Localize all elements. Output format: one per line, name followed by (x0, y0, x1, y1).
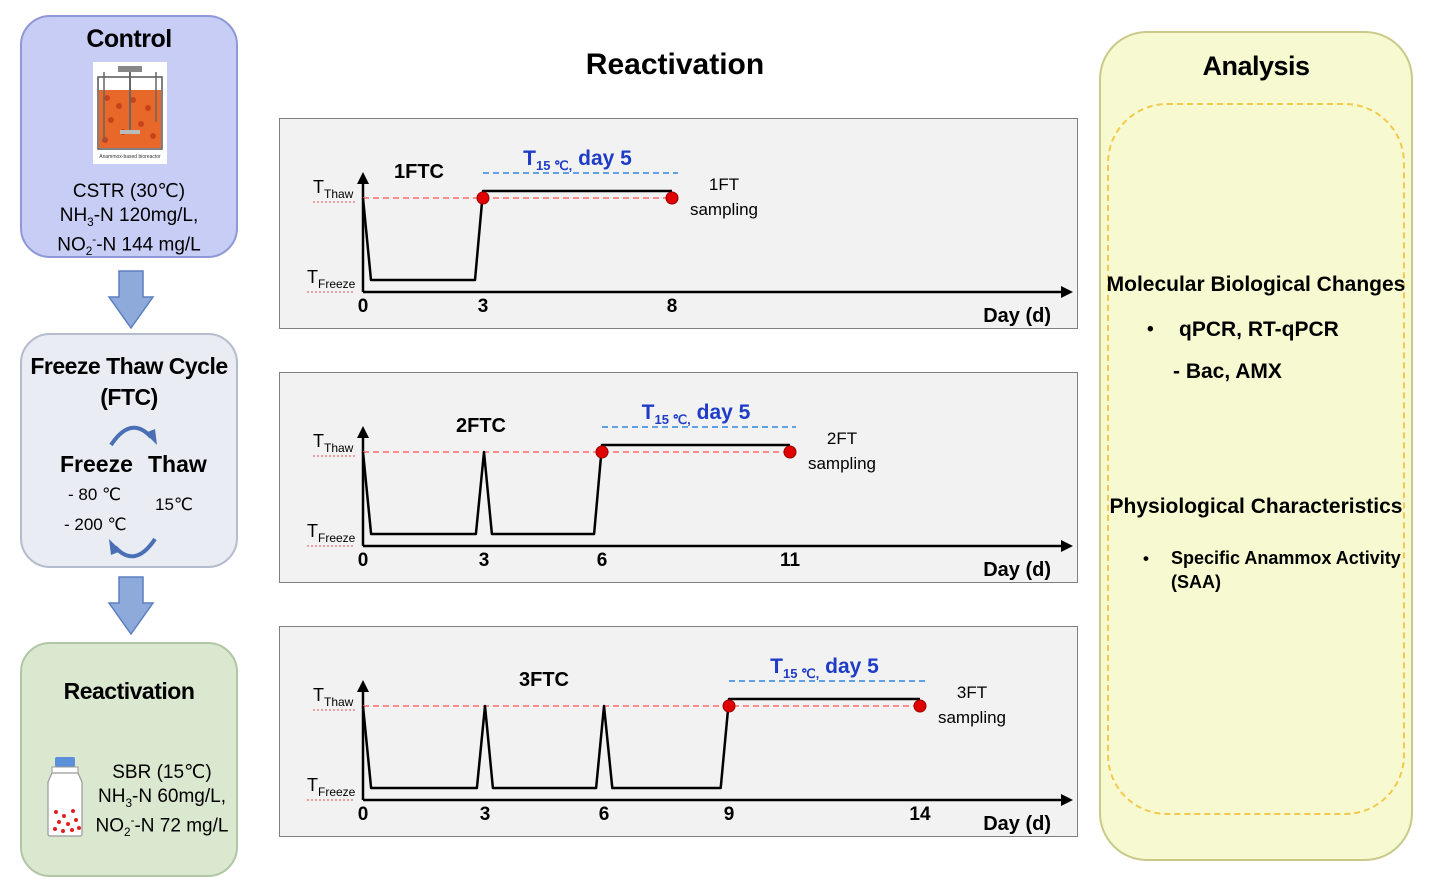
x-tick-label: 6 (598, 804, 609, 825)
duration-label: T15 ℃, day 5 (770, 655, 879, 681)
thaw-start-marker (476, 191, 489, 204)
duration-label: T15 ℃, day 5 (641, 401, 750, 427)
molecular-subitem: - Bac, AMX (1173, 360, 1282, 383)
y-level-label-freeze: TFreeze (307, 521, 356, 545)
freeze-thaw-cycle-box: Freeze Thaw Cycle (FTC) Freeze Thaw - 80… (20, 333, 238, 568)
duration-label: T15 ℃, day 5 (523, 147, 632, 173)
down-arrow-icon (107, 270, 155, 330)
freeze-temp-2: - 200 ℃ (64, 515, 127, 534)
x-tick-label: 9 (723, 804, 734, 825)
analysis-dashed-frame (1107, 103, 1405, 815)
sampling-label-line-2: sampling (807, 454, 875, 473)
main-title: Reactivation (585, 48, 765, 81)
x-tick-label: 3 (478, 550, 489, 571)
sampling-label-line-1: 1FT (708, 175, 738, 194)
molecular-section-title: Molecular Biological Changes (1106, 273, 1406, 296)
reactivation-box: Reactivation SBR (15℃) NH3-N 60mg/L, NO2… (20, 642, 238, 877)
y-axis-arrow-icon (356, 679, 369, 692)
sampling-marker (665, 191, 678, 204)
reactivation-line-1: SBR (15℃) (112, 762, 212, 783)
thaw-temp: 15℃ (155, 495, 194, 514)
physiological-bullet: • (1143, 549, 1149, 568)
y-level-label-freeze: TFreeze (307, 267, 356, 291)
ftc-title-line-1: Freeze Thaw Cycle (30, 353, 228, 379)
sampling-label-line-1: 3FT (956, 683, 986, 702)
reactivation-line-2: NH3-N 60mg/L, (98, 786, 226, 810)
x-tick-label: 14 (909, 804, 931, 825)
x-axis-arrow-icon (1060, 539, 1073, 552)
chart-3ftc: T15 ℃, day 5 3FTC 3FT sampling TThawTFreeze0… (306, 655, 1073, 835)
control-line-1: CSTR (30℃) (72, 181, 186, 202)
sampling-marker (783, 445, 796, 458)
sampling-label-line-2: sampling (689, 200, 757, 219)
temperature-profile-line (361, 697, 920, 789)
reactivation-box-title: Reactivation (63, 678, 195, 704)
cycle-arrow-icon (109, 537, 157, 559)
x-tick-label: 0 (357, 296, 368, 317)
x-axis-label: Day (d) (983, 813, 1051, 835)
sampling-label-line-2: sampling (937, 708, 1005, 727)
physiological-item-line-1: Specific Anammox Activity (1171, 548, 1401, 568)
thaw-start-marker (595, 445, 608, 458)
x-tick-label: 0 (357, 804, 368, 825)
sampling-label-line-1: 2FT (826, 429, 856, 448)
y-axis-arrow-icon (356, 171, 369, 184)
chart-1ftc: T15 ℃, day 5 1FTC 1FT sampling TThawTFreeze0… (306, 147, 1073, 327)
bottle-icon (47, 757, 83, 837)
down-arrow-icon (107, 576, 155, 636)
x-axis-arrow-icon (1060, 793, 1073, 806)
x-axis-label: Day (d) (983, 305, 1051, 327)
physiological-section-title: Physiological Characteristics (1109, 495, 1403, 518)
thaw-label: Thaw (148, 451, 207, 477)
molecular-bullet: • (1147, 319, 1154, 340)
x-tick-label: 3 (477, 296, 488, 317)
chart-title: 2FTC (456, 415, 506, 437)
sampling-marker (913, 699, 926, 712)
control-line-2: NH3-N 120mg/L, (59, 205, 199, 229)
temperature-profile-line (361, 443, 790, 535)
reactor-caption: Anammox-based bioreactor (99, 154, 161, 160)
y-level-label-thaw: TThaw (313, 431, 354, 455)
control-line-3: NO2--N 144 mg/L (57, 233, 201, 259)
x-tick-label: 8 (666, 296, 677, 317)
y-axis-arrow-icon (356, 425, 369, 438)
x-tick-label: 0 (357, 550, 368, 571)
x-tick-label: 11 (779, 550, 800, 571)
x-axis-label: Day (d) (983, 559, 1051, 581)
chart-2ftc: T15 ℃, day 5 2FTC 2FT sampling TThawTFreeze0… (306, 401, 1073, 581)
x-tick-label: 3 (479, 804, 490, 825)
control-title: Control (86, 25, 172, 53)
cycle-arrow-icon (109, 425, 157, 447)
thaw-start-marker (722, 699, 735, 712)
molecular-item: qPCR, RT-qPCR (1179, 318, 1339, 341)
chart-title: 3FTC (519, 669, 569, 691)
chart-title: 1FTC (394, 161, 444, 183)
reactor-illustration: Anammox-based bioreactor (93, 62, 167, 164)
x-tick-label: 6 (596, 550, 607, 571)
x-axis-arrow-icon (1060, 285, 1073, 298)
reactivation-line-3: NO2--N 72 mg/L (95, 814, 229, 840)
freeze-label: Freeze (60, 451, 133, 477)
analysis-box: Analysis Molecular Biological Changes • … (1099, 31, 1413, 861)
analysis-title: Analysis (1202, 51, 1310, 81)
temperature-profile-line (361, 189, 672, 281)
control-box: Control Anammox-based bioreactor CSTR (3… (20, 15, 238, 258)
physiological-item-line-2: (SAA) (1171, 572, 1221, 592)
ftc-title-line-2: (FTC) (100, 384, 158, 410)
y-level-label-thaw: TThaw (313, 685, 354, 709)
freeze-temp-1: - 80 ℃ (68, 485, 122, 504)
y-level-label-thaw: TThaw (313, 177, 354, 201)
y-level-label-freeze: TFreeze (307, 775, 356, 799)
